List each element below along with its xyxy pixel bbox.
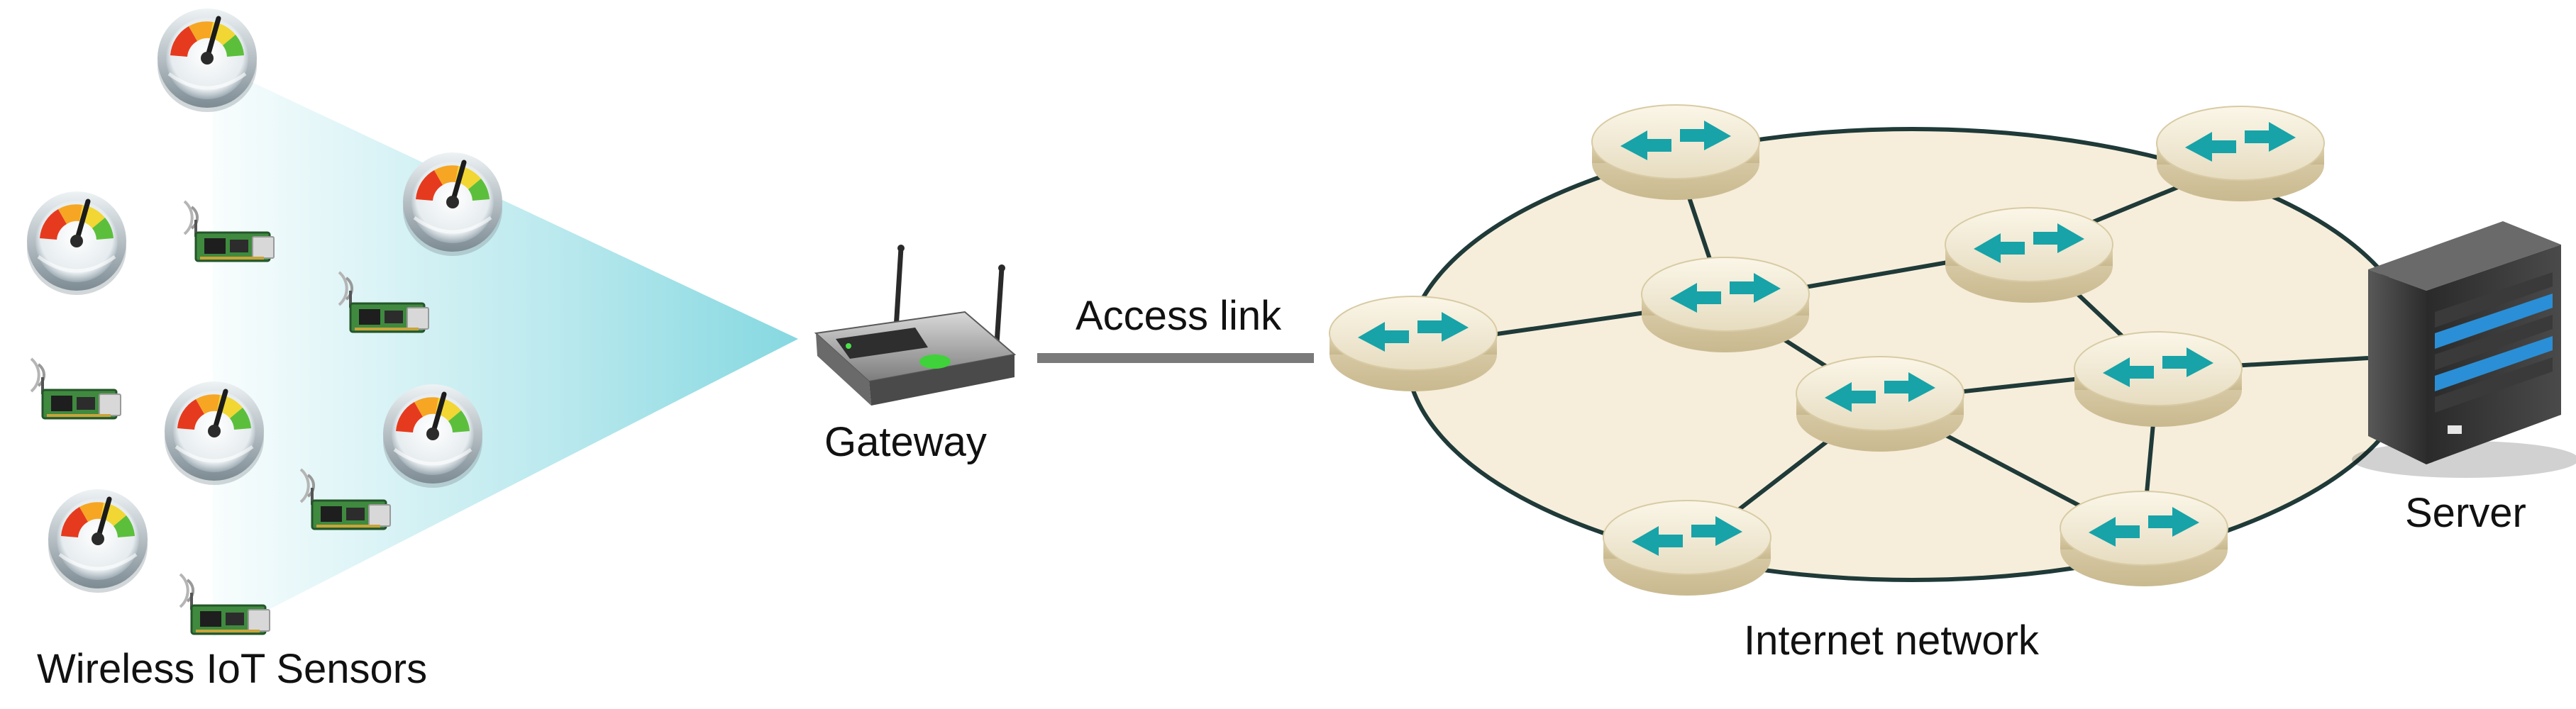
gateway-label: Gateway bbox=[824, 419, 987, 465]
wireless-coverage-beam bbox=[213, 64, 798, 638]
router-icon bbox=[2156, 106, 2325, 202]
router-icon bbox=[1329, 296, 1498, 392]
server-tower-icon bbox=[2352, 221, 2576, 478]
router-icon bbox=[2074, 331, 2243, 428]
gauge-sensor-icon bbox=[403, 152, 502, 256]
gauge-sensor-icon bbox=[165, 381, 264, 485]
router-icon bbox=[1796, 356, 1964, 452]
gauge-sensor-icon bbox=[27, 191, 126, 295]
internet-network-label: Internet network bbox=[1744, 618, 2039, 664]
wireless-sensor-board-icon bbox=[30, 357, 122, 420]
wireless-iot-sensors-label: Wireless IoT Sensors bbox=[37, 646, 428, 692]
router-icon bbox=[1945, 207, 2113, 303]
router-icon bbox=[1641, 257, 1810, 353]
router-icon bbox=[1603, 500, 1771, 596]
wifi-router-icon bbox=[814, 245, 1017, 406]
gauge-sensor-icon bbox=[383, 384, 482, 488]
gauge-sensor-icon bbox=[157, 9, 257, 112]
access-link-label: Access link bbox=[1076, 293, 1282, 339]
router-icon bbox=[2060, 491, 2228, 587]
gauge-sensor-icon bbox=[48, 489, 148, 593]
server-label: Server bbox=[2405, 490, 2526, 536]
router-icon bbox=[1591, 104, 1760, 201]
